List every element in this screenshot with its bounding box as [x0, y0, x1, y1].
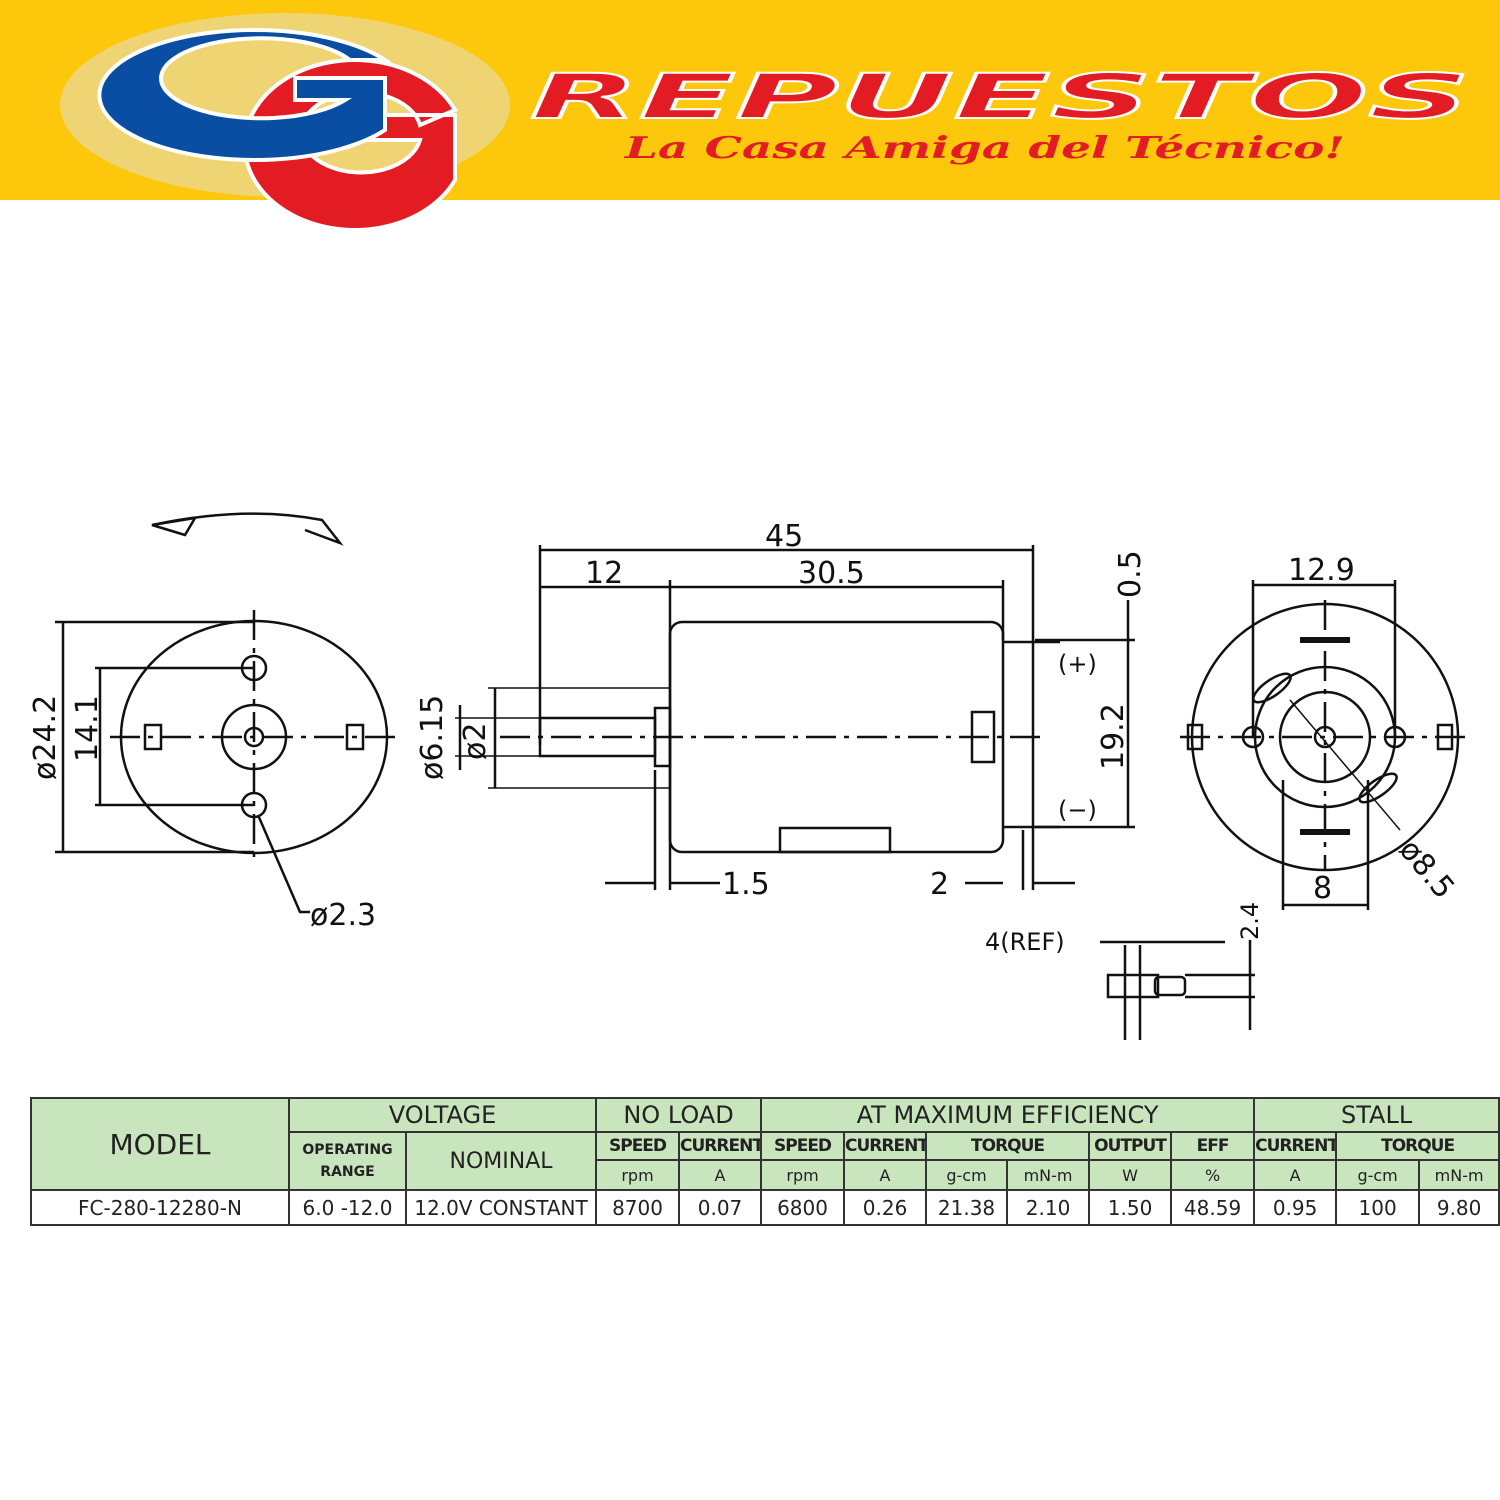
cell-no-load-speed: 8700 [595, 1189, 681, 1226]
cell-eff-pct: 48.59 [1170, 1189, 1256, 1226]
header-current: CURRENT [843, 1131, 928, 1161]
unit-mnm: mN-m [1418, 1159, 1500, 1191]
header-torque: TORQUE [1335, 1131, 1500, 1161]
dim-terminal-width: 2.4 [1236, 902, 1264, 940]
cell-stall-current: 0.95 [1253, 1189, 1338, 1226]
unit-a: A [678, 1159, 763, 1191]
unit-mnm: mN-m [1006, 1159, 1091, 1191]
terminal-detail [1100, 940, 1255, 1040]
unit-pct: % [1170, 1159, 1256, 1191]
dim-terminal-spacing: 19.2 [1096, 703, 1131, 770]
dim-shaft-length: 12 [585, 556, 623, 591]
header-current: CURRENT [1253, 1131, 1338, 1161]
header-model: MODEL [30, 1097, 290, 1191]
header-speed: SPEED [760, 1131, 846, 1161]
header-speed: SPEED [595, 1131, 681, 1161]
header-no-load: NO LOAD [595, 1097, 763, 1133]
cell-stall-torque-gcm: 100 [1335, 1189, 1421, 1226]
table-row: FC-280-12280-N 6.0 -12.0 12.0V CONSTANT … [30, 1189, 1500, 1226]
cell-model: FC-280-12280-N [30, 1189, 290, 1226]
front-view [55, 512, 400, 914]
header-stall: STALL [1253, 1097, 1500, 1133]
cell-eff-speed: 6800 [760, 1189, 846, 1226]
dim-body-length: 30.5 [798, 556, 865, 591]
dim-center-diameter: ø8.5 [1392, 833, 1461, 906]
cell-eff-output: 1.50 [1088, 1189, 1173, 1226]
negative-terminal-label: (−) [1058, 796, 1097, 824]
header-eff: EFF [1170, 1131, 1256, 1161]
dim-bushing-diameter: ø6.15 [415, 695, 450, 780]
positive-terminal-label: (+) [1058, 650, 1097, 678]
header-max-efficiency: AT MAXIMUM EFFICIENCY [760, 1097, 1256, 1133]
header-torque: TORQUE [925, 1131, 1091, 1161]
dim-outer-diameter: ø24.2 [28, 695, 63, 780]
unit-rpm: rpm [595, 1159, 681, 1191]
dim-hole-diameter: ø2.3 [310, 898, 376, 933]
dim-overall-length: 45 [765, 519, 803, 554]
unit-rpm: rpm [760, 1159, 846, 1191]
rear-view [1180, 580, 1470, 910]
cell-eff-torque-mnm: 2.10 [1006, 1189, 1091, 1226]
dim-shaft-diameter: ø2 [458, 723, 493, 760]
gg-logo [60, 13, 510, 232]
unit-gcm: g-cm [1335, 1159, 1421, 1191]
dim-terminal-ref: 4(REF) [985, 928, 1065, 956]
unit-w: W [1088, 1159, 1173, 1191]
dim-terminal-offset: 2 [930, 867, 949, 902]
dim-rear-bottom-width: 8 [1313, 871, 1332, 906]
cell-eff-current: 0.26 [843, 1189, 928, 1226]
cell-no-load-current: 0.07 [678, 1189, 763, 1226]
unit-a: A [1253, 1159, 1338, 1191]
header-current: CURRENT [678, 1131, 763, 1161]
cell-operating-range: 6.0 -12.0 [288, 1189, 407, 1226]
unit-a: A [843, 1159, 928, 1191]
unit-gcm: g-cm [925, 1159, 1009, 1191]
header-output: OUTPUT [1088, 1131, 1173, 1161]
dim-rear-width: 12.9 [1288, 553, 1355, 588]
brand-name: REPUESTOS [530, 60, 1470, 133]
side-view [455, 545, 1135, 890]
spec-table: MODEL VOLTAGE NO LOAD AT MAXIMUM EFFICIE… [30, 1097, 1500, 1226]
brand-slogan: La Casa Amiga del Técnico! [623, 131, 1345, 166]
cell-eff-torque-gcm: 21.38 [925, 1189, 1009, 1226]
dim-terminal-thickness: 0.5 [1113, 550, 1148, 598]
cell-nominal: 12.0V CONSTANT [404, 1189, 598, 1226]
cell-stall-torque-mnm: 9.80 [1418, 1189, 1500, 1226]
dim-hole-spacing: 14.1 [70, 695, 105, 762]
header-voltage: VOLTAGE [287, 1097, 598, 1133]
dim-bushing-length: 1.5 [722, 867, 770, 902]
header-nominal: NOMINAL [404, 1131, 598, 1191]
header-operating-range: OPERATING RANGE [288, 1131, 407, 1191]
